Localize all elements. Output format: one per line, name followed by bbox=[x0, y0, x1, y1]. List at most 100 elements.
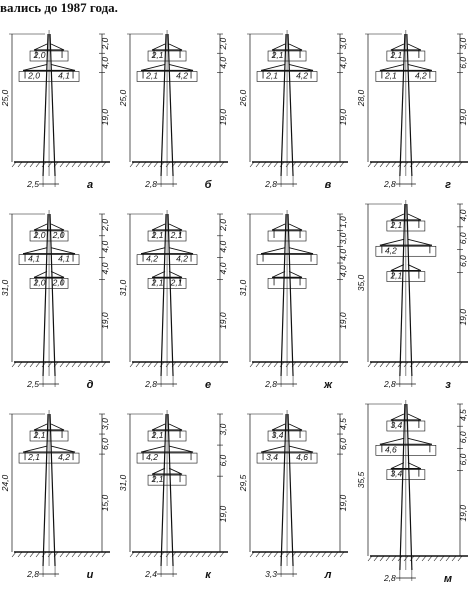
ground-hatch bbox=[71, 551, 77, 558]
ground-hatch bbox=[267, 551, 273, 558]
arm-dim-left: 2,1 bbox=[151, 50, 164, 60]
arm-dim-left: 4,2 bbox=[146, 452, 158, 462]
ground-hatch bbox=[59, 161, 65, 168]
segment-dim-label: 4,0 bbox=[100, 241, 110, 253]
arm-dim-box bbox=[147, 50, 187, 62]
ground-hatch bbox=[427, 555, 433, 562]
ground-hatch bbox=[321, 551, 327, 558]
ground-hatch bbox=[159, 361, 165, 368]
ground-hatch bbox=[129, 361, 135, 368]
crossarm-brace-right bbox=[407, 238, 432, 246]
height-dim-label: 31,0 bbox=[238, 279, 248, 296]
height-dim-label: 35,5 bbox=[356, 471, 366, 488]
ground-hatch bbox=[35, 161, 41, 168]
crossarm-brace-left bbox=[33, 43, 48, 51]
crossarm-brace-left bbox=[151, 423, 166, 431]
segment-dim-label: 6,0 bbox=[458, 453, 468, 465]
base-dim-label: 3,3 bbox=[265, 569, 277, 579]
arm-dim-left: 3,4 bbox=[390, 420, 402, 430]
ground-hatch bbox=[439, 361, 445, 368]
ground-hatch bbox=[333, 361, 339, 368]
arm-dim-right: 4,1 bbox=[58, 70, 70, 80]
crossarm-brace-right bbox=[407, 437, 432, 445]
ground-hatch bbox=[391, 555, 397, 562]
ground-hatch bbox=[367, 361, 373, 368]
crossarm-brace-left bbox=[140, 247, 166, 255]
tower-caption: а bbox=[87, 179, 93, 191]
arm-dim-box bbox=[375, 445, 437, 456]
arm-dim-left: 4,2 bbox=[146, 254, 158, 264]
crossarm-brace-right bbox=[288, 247, 314, 255]
ground-hatch bbox=[249, 361, 255, 368]
ground-hatch bbox=[177, 361, 183, 368]
height-dim-label: 25,0 bbox=[0, 89, 10, 107]
base-dim-label: 2,8 bbox=[26, 569, 39, 579]
tower-caption: л bbox=[324, 569, 332, 581]
arm-dim-box bbox=[29, 50, 69, 62]
ground-hatch bbox=[433, 555, 439, 562]
ground-hatch bbox=[373, 161, 379, 168]
ground-hatch bbox=[255, 161, 261, 168]
arm-dim-left: 3,4 bbox=[390, 469, 402, 479]
ground-hatch bbox=[59, 551, 65, 558]
crossarm-brace-left bbox=[390, 264, 405, 271]
ground-hatch bbox=[29, 361, 35, 368]
lower-height-label: 19,0 bbox=[458, 505, 468, 522]
ground-hatch bbox=[297, 551, 303, 558]
ground-hatch bbox=[83, 161, 89, 168]
segment-dim-label: 1,0 bbox=[338, 216, 348, 228]
tower-leg-left bbox=[399, 403, 406, 571]
base-dim-label: 2,8 bbox=[264, 379, 277, 389]
ground-hatch bbox=[165, 161, 171, 168]
ground-hatch bbox=[327, 361, 333, 368]
ground-hatch bbox=[65, 161, 71, 168]
crossarm-brace-left bbox=[151, 467, 166, 475]
ground-hatch bbox=[457, 555, 463, 562]
tower-leg-left bbox=[399, 203, 406, 377]
ground-hatch bbox=[279, 361, 285, 368]
arm-dim-left: 2,1 bbox=[151, 430, 164, 440]
segment-dim-label: 4,0 bbox=[458, 209, 468, 221]
arm-dim-right: 4,6 bbox=[296, 452, 308, 462]
arm-dim-box bbox=[386, 469, 426, 480]
height-dim-label: 25,0 bbox=[118, 89, 128, 107]
crossarm-brace-right bbox=[50, 43, 65, 51]
lower-height-label: 15,0 bbox=[100, 494, 110, 511]
height-dim-label: 31,0 bbox=[118, 279, 128, 296]
arm-dim-right: 2,1 bbox=[170, 277, 183, 287]
crossarm-brace-left bbox=[140, 445, 166, 453]
ground-hatch bbox=[41, 361, 47, 368]
ground-hatch bbox=[261, 551, 267, 558]
ground-hatch bbox=[457, 161, 463, 168]
crossarm-brace-left bbox=[22, 64, 48, 71]
tower-leg-left bbox=[280, 33, 287, 177]
arm-dim-box bbox=[147, 230, 187, 242]
ground-hatch bbox=[153, 551, 159, 558]
crossarm-brace-left bbox=[271, 270, 286, 278]
arm-dim-box bbox=[18, 452, 80, 464]
ground-hatch bbox=[457, 361, 463, 368]
arm-dim-left: 2,1 bbox=[265, 70, 278, 80]
ground-hatch bbox=[213, 551, 219, 558]
lower-height-label: 19,0 bbox=[458, 109, 468, 126]
tower-leg-left bbox=[399, 33, 406, 177]
ground-hatch bbox=[415, 361, 421, 368]
crossarm-brace-left bbox=[22, 247, 48, 255]
tower-leg-right bbox=[406, 203, 413, 377]
crossarm-brace-right bbox=[168, 423, 183, 431]
tower-caption: к bbox=[205, 569, 212, 581]
segment-dim-label: 4,0 bbox=[218, 57, 228, 69]
lower-height-label: 19,0 bbox=[338, 109, 348, 126]
crossarm-brace-left bbox=[151, 223, 166, 231]
crossarm-brace-right bbox=[168, 247, 194, 255]
ground-hatch bbox=[367, 555, 373, 562]
crossarm-brace-left bbox=[151, 43, 166, 51]
tower-caption: м bbox=[444, 573, 452, 585]
segment-dim-label: 4,5 bbox=[338, 418, 348, 430]
ground-hatch bbox=[101, 551, 107, 558]
ground-hatch bbox=[189, 161, 195, 168]
base-dim-label: 2,5 bbox=[26, 379, 39, 389]
crossarm-brace-right bbox=[50, 423, 65, 431]
